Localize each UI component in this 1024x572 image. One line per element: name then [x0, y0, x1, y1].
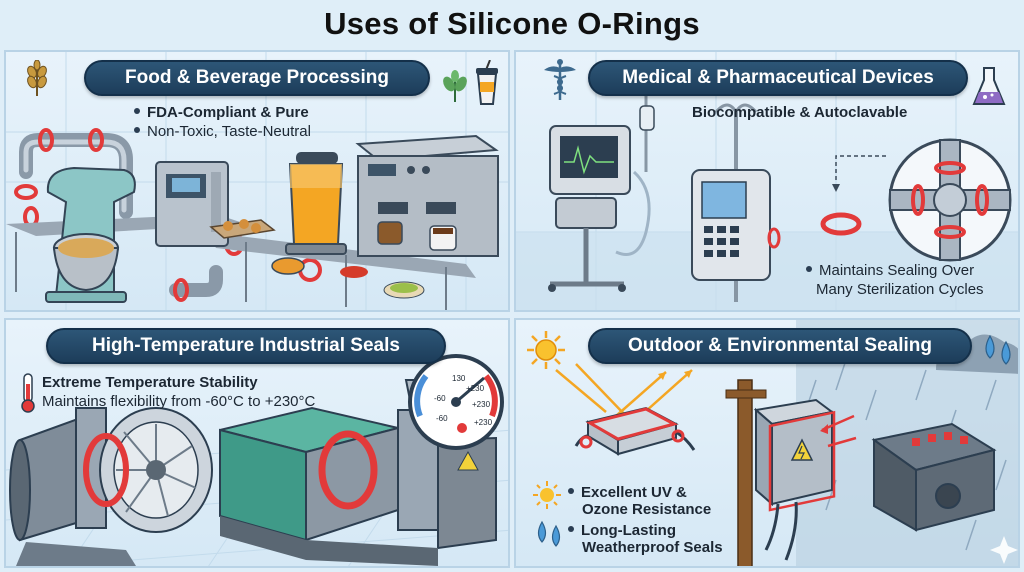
medical-pharmaceutical-panel: Medical & Pharmaceutical Devices Biocomp…: [514, 50, 1020, 312]
temperature-gauge: [408, 354, 504, 450]
gauge-label-neg60-a: -60: [434, 394, 446, 403]
infusion-pump: [691, 103, 781, 302]
industrial-bullet-range: Maintains flexibility from -60°C to +230…: [42, 393, 316, 410]
caduceus-icon: [544, 59, 576, 100]
engine-block: [871, 422, 997, 532]
industrial-bullet-stability: Extreme Temperature Stability: [42, 374, 258, 391]
industrial-heading: High-Temperature Industrial Seals: [46, 328, 446, 364]
page-title: Uses of Silicone O-Rings: [324, 6, 700, 41]
outdoor-bullet-long-lasting: Long-Lasting: [568, 522, 676, 539]
outdoor-bullet-weatherproof: Weatherproof Seals: [582, 539, 723, 556]
food-processing-illustration: [6, 52, 508, 310]
food-tray: [209, 219, 276, 239]
stand-mixer: [45, 166, 136, 303]
food-bullet-fda: FDA-Compliant & Pure: [134, 104, 309, 121]
sun-icon: [527, 331, 565, 369]
junction-box: [574, 406, 696, 456]
gauge-label-230-c: +230: [474, 418, 493, 427]
small-water-drops-icon: [537, 520, 561, 547]
utility-pole: [725, 379, 767, 566]
outdoor-panel: Outdoor & Environmental Sealing Excellen…: [514, 318, 1020, 568]
food-beverage-panel: Food & Beverage Processing FDA-Compliant…: [4, 50, 510, 312]
herb-icon: [443, 70, 467, 102]
magnified-seal-view: [888, 138, 1012, 262]
wheat-icon: [27, 60, 47, 96]
food-bullet-nontoxic: Non-Toxic, Taste-Neutral: [134, 123, 311, 140]
flask-icon: [972, 67, 1006, 105]
outdoor-bullet-ozone: Ozone Resistance: [582, 501, 712, 518]
gauge-label-230-b: +230: [472, 400, 491, 409]
small-sun-icon: [533, 481, 561, 509]
food-beverage-heading: Food & Beverage Processing: [84, 60, 430, 96]
food-plates: [340, 266, 425, 299]
outdoor-bullet-uv: Excellent UV &: [568, 484, 687, 501]
outdoor-sealing-illustration: [555, 320, 1018, 566]
turbine-engine: [9, 407, 213, 566]
gauge-label-130: 130: [452, 374, 466, 383]
gauge-label-neg60-b: -60: [436, 414, 448, 423]
medical-bullet-sterilization: Maintains Sealing Over: [806, 262, 974, 279]
medical-devices-illustration: [516, 52, 1018, 310]
electrical-enclosure: [753, 398, 836, 561]
medical-bullet-cycles: Many Sterilization Cycles: [816, 281, 984, 298]
outdoor-heading: Outdoor & Environmental Sealing: [588, 328, 972, 364]
processing-machine: [155, 161, 229, 247]
drink-cup-icon: [476, 60, 498, 105]
espresso-machine: [355, 134, 499, 257]
medical-subheading: Biocompatible & Autoclavable: [692, 104, 908, 121]
ventilator-machine: [548, 82, 655, 292]
juicer: [271, 152, 347, 275]
medical-heading: Medical & Pharmaceutical Devices: [588, 60, 968, 96]
water-drops-icon: [985, 334, 1011, 365]
thermometer-icon: [21, 373, 35, 413]
loose-o-ring: [820, 212, 862, 236]
industrial-equipment-illustration: [6, 354, 508, 566]
industrial-panel: 130 +230 -60 +230 -60 +230 High-Temperat…: [4, 318, 510, 568]
gauge-label-230-a: +230: [466, 384, 485, 393]
